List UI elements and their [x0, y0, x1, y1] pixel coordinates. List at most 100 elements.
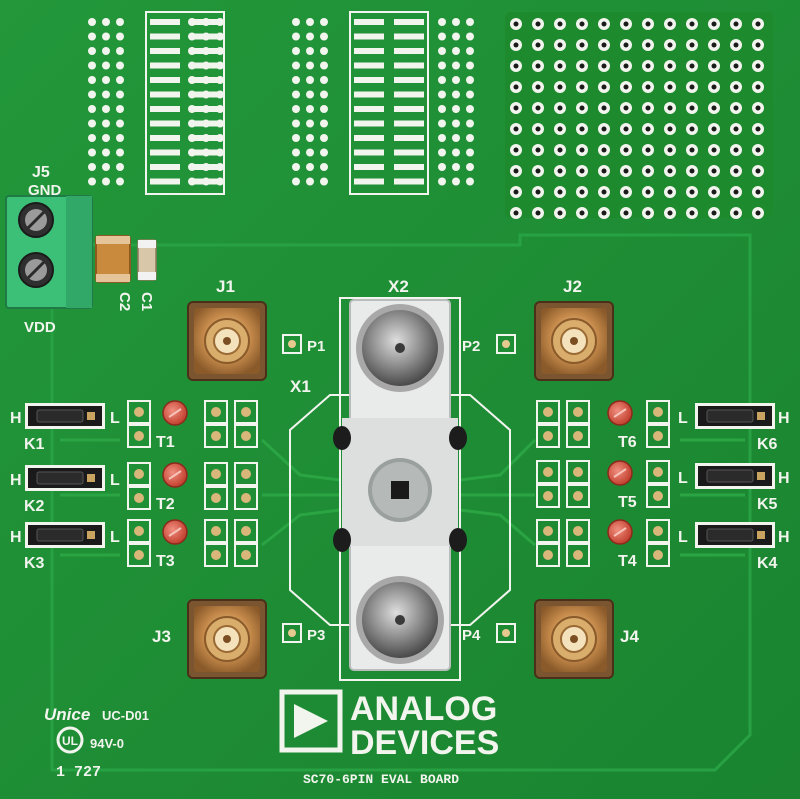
proto-pad: [306, 177, 314, 186]
ic-lead-pad: [150, 135, 180, 141]
via-hole: [134, 550, 144, 560]
proto-grid-hole: [711, 147, 717, 153]
via-hole: [211, 431, 221, 441]
proto-pad: [466, 105, 474, 113]
proto-grid-hole: [557, 63, 563, 69]
proto-pad: [292, 163, 300, 171]
proto-pad: [88, 148, 96, 157]
proto-pad: [466, 47, 474, 55]
via-hole: [653, 526, 663, 536]
via-pad: [234, 486, 258, 510]
proto-grid-hole: [689, 42, 695, 48]
proto-pad: [466, 90, 474, 99]
proto-grid-hole: [535, 84, 541, 90]
proto-pad: [452, 177, 460, 186]
via-pad: [536, 424, 560, 448]
proto-grid-hole: [755, 84, 761, 90]
proto-pad: [438, 163, 446, 171]
proto-pad: [452, 163, 460, 171]
proto-pad: [102, 61, 110, 70]
via-hole: [543, 467, 553, 477]
proto-pad: [292, 32, 300, 41]
via-pad: [234, 543, 258, 567]
label-j4: J4: [620, 627, 639, 646]
proto-pad: [292, 105, 300, 113]
proto-pad: [452, 61, 460, 70]
via-pad: [536, 484, 560, 508]
via-pad: [234, 400, 258, 424]
proto-pad: [320, 47, 328, 55]
via-pad: [127, 400, 151, 424]
via-pad: [646, 484, 670, 508]
proto-grid-hole: [755, 105, 761, 111]
proto-grid-hole: [623, 42, 629, 48]
proto-grid-hole: [667, 42, 673, 48]
proto-pad: [306, 47, 314, 55]
proto-grid-hole: [645, 42, 651, 48]
proto-pad: [320, 18, 328, 26]
ic-lead-pad: [394, 178, 424, 185]
jumper-k4: [695, 522, 775, 548]
via-hole: [211, 469, 221, 479]
proto-grid-hole: [645, 21, 651, 27]
proto-grid-hole: [601, 21, 607, 27]
via-pad: [536, 400, 560, 424]
via-hole: [543, 407, 553, 417]
via-pad: [127, 424, 151, 448]
ic-lead-pad: [190, 33, 220, 40]
proto-pad: [320, 105, 328, 113]
proto-pad: [452, 32, 460, 41]
proto-grid-hole: [689, 63, 695, 69]
proto-pad: [102, 105, 110, 113]
proto-grid-hole: [755, 168, 761, 174]
ic-lead-pad: [190, 135, 220, 141]
via-pad: [566, 543, 590, 567]
label-low: L: [678, 470, 688, 487]
proto-grid-hole: [667, 84, 673, 90]
proto-grid-hole: [535, 105, 541, 111]
proto-grid-hole: [733, 189, 739, 195]
proto-grid-hole: [579, 210, 585, 216]
proto-grid-hole: [667, 168, 673, 174]
label-low: L: [110, 472, 120, 489]
proto-pad: [88, 61, 96, 70]
via-pad: [646, 460, 670, 484]
label-t5: T5: [618, 494, 637, 511]
ic-lead-pad: [354, 48, 384, 54]
jumper-k5: [695, 463, 775, 489]
ic-lead-pad: [394, 135, 424, 141]
proto-grid-hole: [513, 189, 519, 195]
proto-pad: [452, 90, 460, 99]
ic-lead-pad: [354, 178, 384, 185]
proto-grid-hole: [645, 168, 651, 174]
proto-grid-hole: [667, 147, 673, 153]
proto-pad: [116, 148, 124, 157]
proto-pad: [452, 105, 460, 113]
proto-pad: [438, 61, 446, 70]
proto-pad: [320, 61, 328, 70]
proto-grid-hole: [579, 105, 585, 111]
proto-grid-hole: [513, 168, 519, 174]
label-low: L: [110, 529, 120, 546]
label-x2: X2: [388, 277, 409, 296]
proto-grid-hole: [623, 126, 629, 132]
proto-grid-hole: [623, 189, 629, 195]
proto-grid-hole: [689, 21, 695, 27]
proto-grid-hole: [689, 168, 695, 174]
svg-text:UL: UL: [62, 734, 78, 748]
proto-grid-hole: [645, 126, 651, 132]
proto-grid-hole: [755, 189, 761, 195]
proto-grid-hole: [623, 210, 629, 216]
proto-pad: [116, 76, 124, 84]
sma-connector-j3: [187, 599, 267, 679]
ic-footprint: [145, 11, 225, 195]
proto-grid-hole: [579, 168, 585, 174]
proto-pad: [452, 148, 460, 157]
proto-pad: [116, 61, 124, 70]
label-t2: T2: [156, 496, 175, 513]
ic-lead-pad: [190, 178, 220, 185]
ic-lead-pad: [150, 106, 180, 112]
ul-recognized-mark: UL: [56, 726, 84, 754]
proto-grid-hole: [601, 84, 607, 90]
proto-grid-hole: [667, 210, 673, 216]
